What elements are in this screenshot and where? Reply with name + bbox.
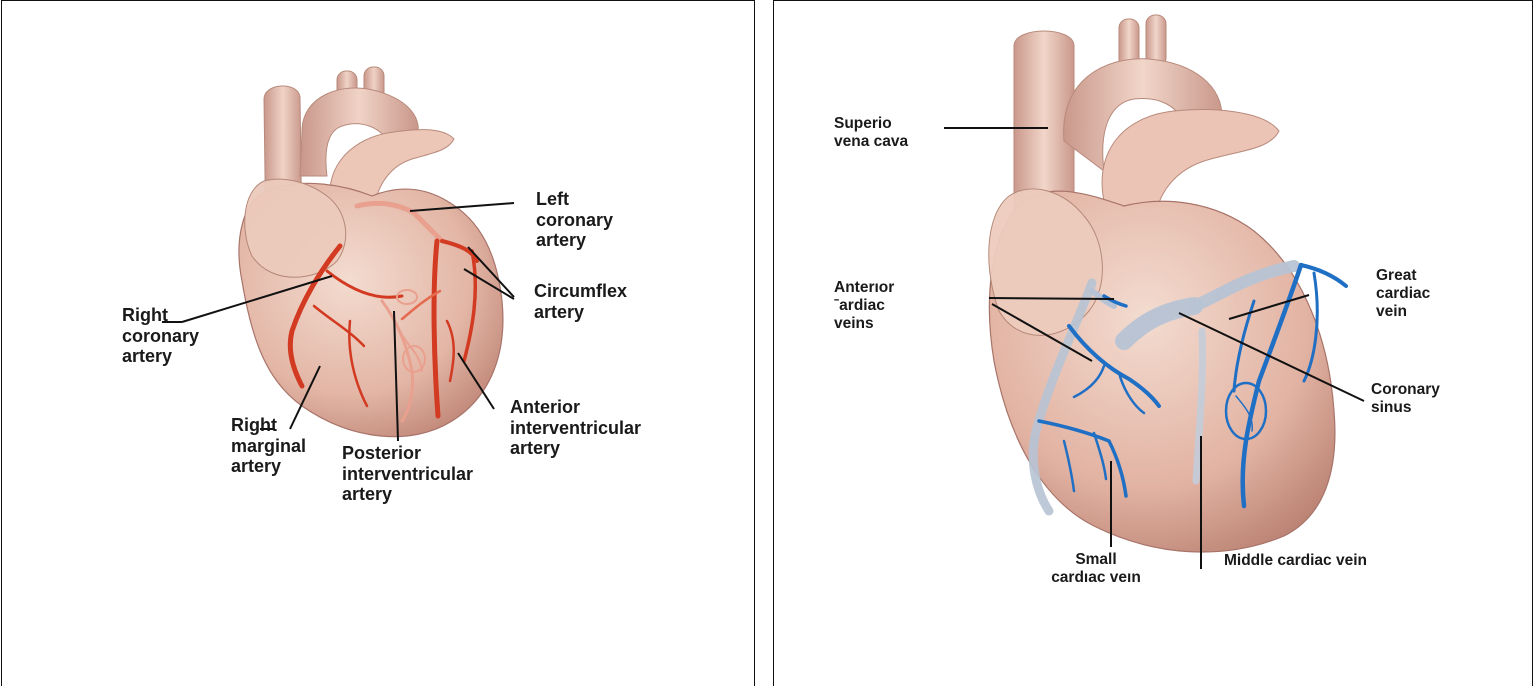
label-anterior-interventricular-artery: Anterior interventricular artery (510, 397, 641, 459)
label-posterior-interventricular-artery: Posterior interventricular artery (342, 443, 473, 505)
label-small-cardiac-vein: Small cardıac veın (1026, 551, 1166, 587)
label-superior-vena-cava: Superio vena cava (834, 115, 908, 151)
heart-body (989, 15, 1335, 552)
label-coronary-sinus: Coronary sinus (1371, 381, 1440, 417)
heart-body (239, 67, 503, 437)
label-great-cardiac-vein: Great cardiac vein (1376, 267, 1430, 320)
label-right-marginal-artery: Right marginal artery (231, 415, 306, 477)
label-anterior-cardiac-veins: Anterıor ˉardiac veins (834, 279, 894, 332)
label-middle-cardiac-vein: Middle cardiac vein (1224, 552, 1367, 570)
label-left-coronary-artery: Left coronary artery (536, 189, 613, 251)
label-right-coronary-artery: Right coronary artery (122, 305, 199, 367)
heart-arteries-illustration (2, 1, 755, 686)
coronary-arteries-panel: Left coronary artery Circumflex artery R… (1, 0, 755, 686)
cardiac-veins-panel: Superio vena cava Anterıor ˉardiac veins… (773, 0, 1533, 686)
label-circumflex-artery: Circumflex artery (534, 281, 627, 322)
